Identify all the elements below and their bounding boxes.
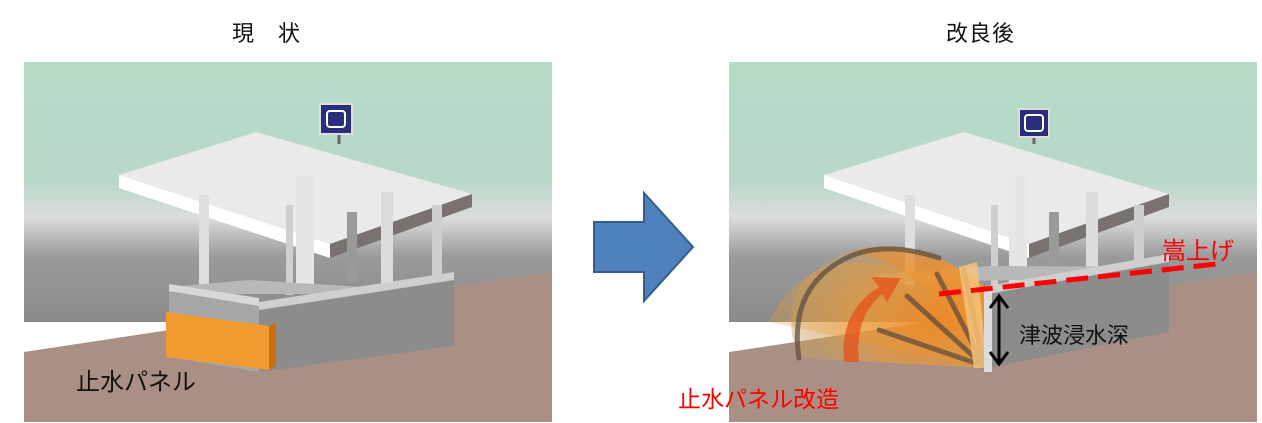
side-wall-top (169, 284, 259, 306)
before-illustration: 止水パネル (24, 62, 552, 422)
before-title: 現 状 (232, 22, 302, 47)
after-title: 改良後 (946, 22, 1016, 47)
subway-sign-icon (1018, 108, 1050, 144)
canopy-left-edge (119, 175, 330, 258)
raised-front-wall (987, 262, 1169, 368)
raise-label: 嵩上げ (1162, 237, 1234, 265)
tsunami-depth-label: 津波浸水深 (1019, 324, 1130, 349)
panel-improvement-label: 止水パネル改造 (678, 387, 839, 413)
after-illustration: 嵩上げ 津波浸水深 (729, 62, 1257, 422)
front-wall-top (259, 272, 454, 310)
wave-arrow-icon (843, 277, 901, 362)
water-stop-panel (166, 312, 269, 370)
raise-line (938, 261, 1218, 297)
right-arrow-icon (593, 190, 695, 304)
subway-sign-icon (319, 103, 353, 144)
front-wall (259, 280, 454, 372)
double-headed-arrow-icon (988, 293, 1010, 367)
before-panel-label: 止水パネル (76, 368, 196, 396)
